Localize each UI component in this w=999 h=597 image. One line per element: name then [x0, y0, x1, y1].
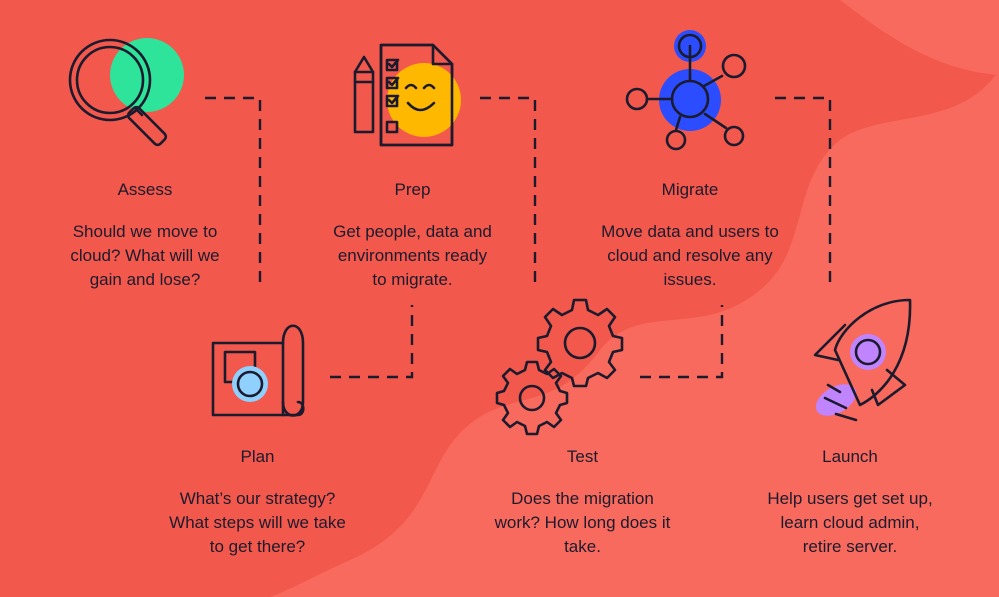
- step-title: Migrate: [661, 180, 719, 199]
- step-assess: Assess Should we move to cloud? What wil…: [55, 180, 235, 289]
- connector-plan-prep: [330, 305, 414, 379]
- step-title: Test: [566, 447, 599, 466]
- connector-test-migrate: [640, 305, 724, 379]
- step-launch: Launch Help users get set up, learn clou…: [760, 447, 940, 556]
- connector-assess-plan: [205, 96, 262, 285]
- step-description: Help users get set up, learn cloud admin…: [767, 489, 933, 556]
- step-description: Does the migration work? How long does i…: [494, 489, 671, 556]
- step-title: Prep: [394, 180, 431, 199]
- gears-icon: [495, 298, 624, 436]
- step-migrate: Migrate Move data and users to cloud and…: [600, 180, 780, 289]
- step-description: Get people, data and environments ready …: [333, 222, 492, 289]
- step-title: Launch: [822, 447, 878, 466]
- step-prep: Prep Get people, data and environments r…: [330, 180, 495, 289]
- blueprint-icon: [211, 324, 305, 417]
- background-wave: [270, 70, 999, 597]
- step-description: Should we move to cloud? What will we ga…: [70, 222, 220, 289]
- checklist-icon: [353, 43, 461, 147]
- connector-prep-test: [480, 96, 537, 285]
- step-title: Plan: [240, 447, 275, 466]
- step-test: Test Does the migration work? How long d…: [490, 447, 675, 556]
- step-description: What’s our strategy? What steps will we …: [169, 489, 346, 556]
- rocket-icon: [813, 298, 912, 422]
- magnifying-glass-icon: [68, 38, 184, 147]
- step-plan: Plan What’s our strategy? What steps wil…: [165, 447, 350, 556]
- network-hub-icon: [625, 30, 747, 151]
- background-wave-top: [840, 0, 999, 75]
- step-title: Assess: [117, 180, 173, 199]
- connector-migrate-launch: [775, 96, 832, 285]
- step-description: Move data and users to cloud and resolve…: [601, 222, 779, 289]
